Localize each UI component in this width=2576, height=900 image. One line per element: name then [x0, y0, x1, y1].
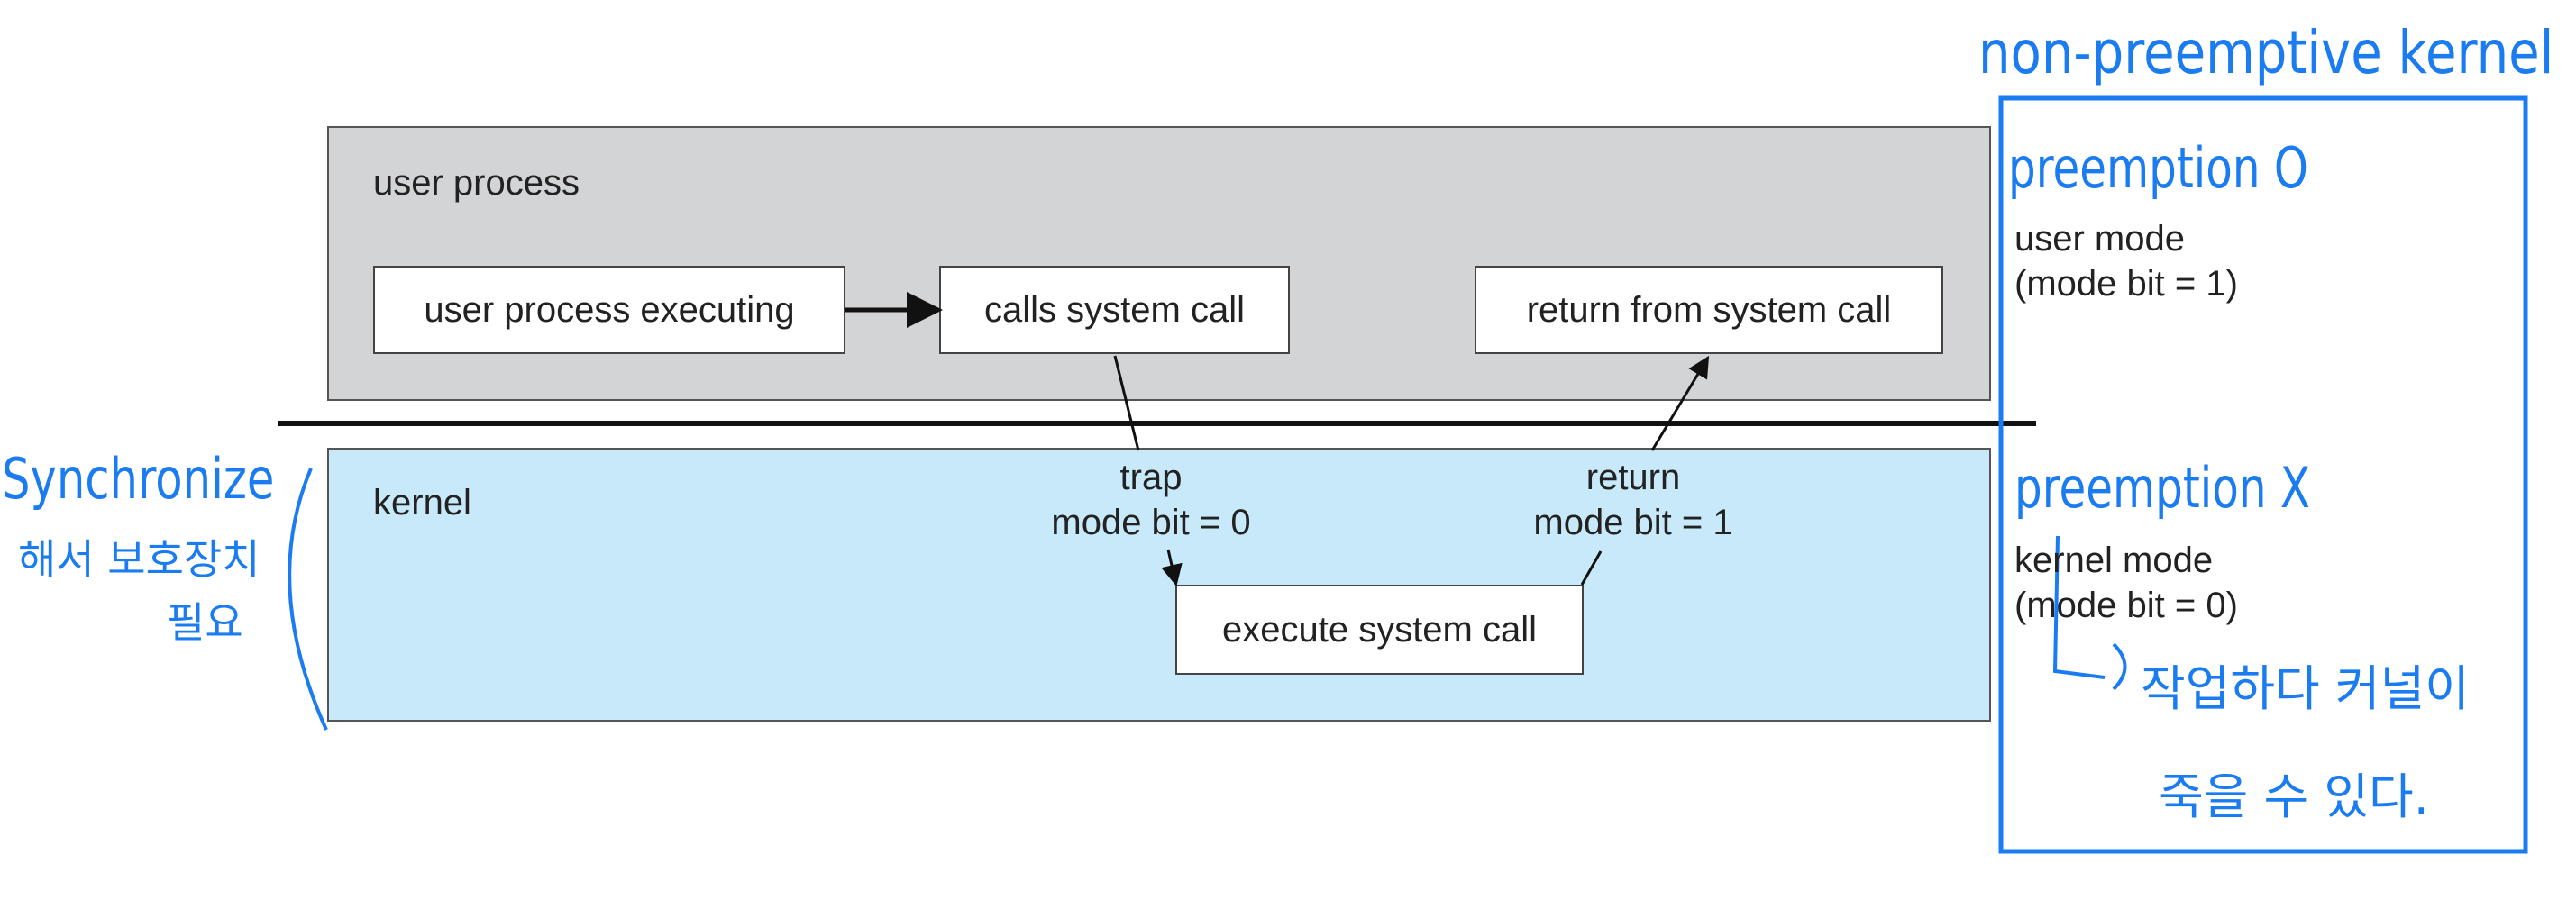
return-line-lower: [1580, 550, 1603, 586]
kernel-note-arrow-stroke: [2052, 535, 2127, 691]
trap-label: trap mode bit = 0: [1007, 455, 1295, 545]
execute-system-call-box: execute system call: [1175, 585, 1584, 675]
annotation-title: non-preemptive kernel: [1978, 18, 2554, 87]
user-process-executing-box: user process executing: [373, 266, 845, 354]
annotation-left-2: 해서 보호장치: [18, 535, 260, 584]
annotation-preemption-o: preemption O: [2008, 135, 2308, 201]
annotation-left-3: 필요: [167, 598, 243, 647]
annotation-kernel-note-1: 작업하다 커널이: [2141, 660, 2470, 717]
box-label: return from system call: [1526, 289, 1892, 330]
kernel-region: [327, 448, 1991, 722]
box-label: execute system call: [1221, 609, 1538, 650]
box-label: user process executing: [424, 289, 795, 330]
trap-line2: mode bit = 0: [1051, 503, 1251, 542]
box-label: calls system call: [984, 289, 1245, 330]
trap-arrow-lower: [1161, 549, 1183, 586]
annotation-box: [1998, 95, 2528, 854]
return-line1: return: [1585, 458, 1681, 497]
return-from-system-call-box: return from system call: [1475, 266, 1943, 354]
annotation-preemption-x: preemption X: [2014, 455, 2310, 521]
return-line2: mode bit = 1: [1533, 503, 1733, 542]
kernel-mode-label: kernel mode (mode bit = 0): [2014, 538, 2238, 628]
user-process-region: [327, 126, 1991, 401]
trap-line-upper: [1113, 355, 1140, 451]
kernel-label: kernel: [373, 483, 471, 523]
return-arrow-upper: [1650, 355, 1710, 451]
annotation-kernel-note-2: 죽을 수 있다.: [2159, 768, 2429, 825]
user-mode-label: user mode (mode bit = 1): [2014, 216, 2238, 306]
calls-system-call-box: calls system call: [939, 266, 1290, 354]
user-mode-line1: user mode: [2014, 219, 2185, 259]
return-label: return mode bit = 1: [1489, 455, 1777, 545]
trap-line1: trap: [1119, 458, 1183, 497]
mode-separator-line: [278, 421, 2036, 426]
user-mode-line2: (mode bit = 1): [2014, 264, 2238, 304]
annotation-left-1: Synchronize: [2, 446, 275, 512]
kernel-mode-line1: kernel mode: [2014, 541, 2214, 580]
left-bracket-stroke: [288, 468, 328, 731]
kernel-mode-line2: (mode bit = 0): [2014, 586, 2238, 625]
user-process-label: user process: [373, 163, 580, 203]
